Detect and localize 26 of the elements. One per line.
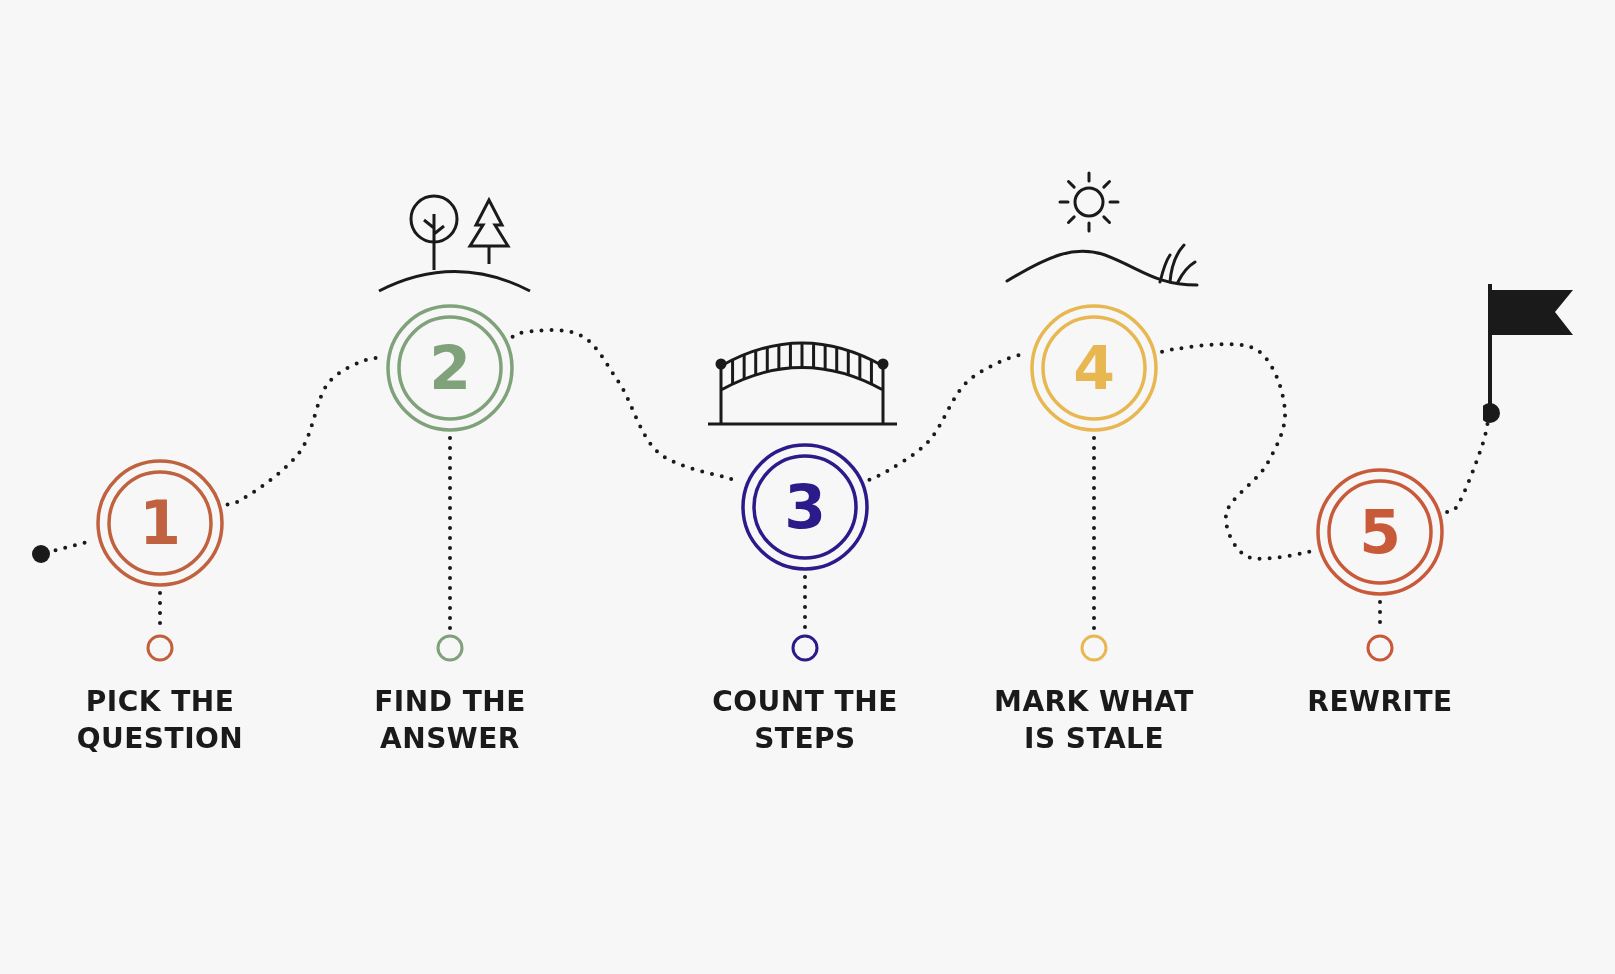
marker-circle bbox=[1080, 634, 1108, 662]
step-number: 4 bbox=[1073, 338, 1115, 398]
step-label: MARK WHAT IS STALE bbox=[993, 684, 1195, 757]
step-label: REWRITE bbox=[1306, 684, 1454, 720]
step-label: PICK THE QUESTION bbox=[75, 684, 245, 757]
start-dot bbox=[30, 543, 52, 565]
marker-circle bbox=[791, 634, 819, 662]
step-circle bbox=[741, 443, 869, 571]
step-circle bbox=[386, 304, 514, 432]
marker-circle bbox=[436, 634, 464, 662]
dotted-path bbox=[448, 436, 452, 632]
dotted-path bbox=[1445, 421, 1490, 515]
step-number: 5 bbox=[1359, 502, 1401, 562]
dotted-path bbox=[1092, 436, 1096, 632]
finish-flag bbox=[1483, 284, 1575, 424]
step-circle bbox=[1030, 304, 1158, 432]
step-number: 3 bbox=[784, 477, 826, 537]
step-circle bbox=[96, 459, 224, 587]
marker-circle bbox=[146, 634, 174, 662]
step-label: COUNT THE STEPS bbox=[711, 684, 899, 757]
marker-circle bbox=[1366, 634, 1394, 662]
step-circle bbox=[1316, 468, 1444, 596]
step-number: 2 bbox=[429, 338, 471, 398]
dotted-path bbox=[803, 575, 807, 632]
step-label: FIND THE ANSWER bbox=[373, 684, 527, 757]
step-number: 1 bbox=[139, 493, 181, 553]
